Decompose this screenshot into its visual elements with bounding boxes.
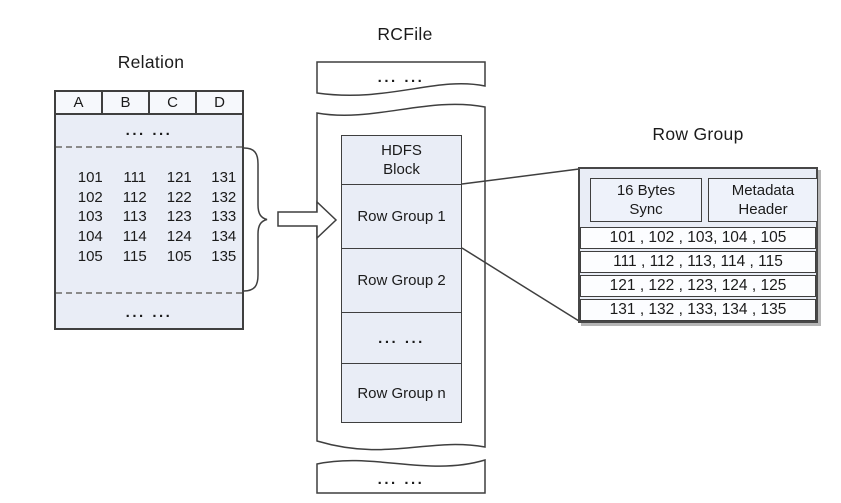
connector-line-bottom bbox=[461, 247, 580, 322]
relation-column-header: A bbox=[56, 92, 103, 115]
relation-top-ellipsis: ... ... bbox=[125, 122, 173, 139]
rcfile-bottom-ellipsis: ... ... bbox=[377, 471, 425, 488]
relation-column-header: B bbox=[103, 92, 150, 115]
hdfs-block-stack: HDFS Block Row Group 1 Row Group 2 ... .… bbox=[341, 135, 462, 423]
relation-column-header: C bbox=[150, 92, 197, 115]
row-group-1-section: Row Group 1 bbox=[342, 185, 461, 249]
relation-cell: 112 bbox=[122, 188, 147, 206]
row-group-detail-box: 16 Bytes Sync Metadata Header 101 , 102 … bbox=[578, 167, 818, 323]
dashed-separator-bottom bbox=[56, 292, 242, 294]
relation-header-row: A B C D bbox=[56, 92, 242, 115]
relation-cell: 113 bbox=[122, 208, 147, 226]
column-values-row: 131 , 132 , 133, 134 , 135 bbox=[580, 299, 816, 321]
relation-cell: 134 bbox=[211, 228, 237, 246]
rcfile-top-ellipsis: ... ... bbox=[377, 69, 425, 86]
relation-cell: 104 bbox=[77, 228, 103, 246]
relation-cell: 105 bbox=[166, 247, 192, 265]
relation-cell: 133 bbox=[211, 208, 237, 226]
hdfs-block-header: HDFS Block bbox=[342, 136, 461, 185]
column-values-row: 101 , 102 , 103, 104 , 105 bbox=[580, 227, 816, 249]
rcfile-title: RCFile bbox=[377, 24, 433, 44]
relation-cell: 122 bbox=[166, 188, 192, 206]
relation-cell: 132 bbox=[211, 188, 237, 206]
row-group-2-section: Row Group 2 bbox=[342, 249, 461, 313]
column-values-row: 121 , 122 , 123, 124 , 125 bbox=[580, 275, 816, 297]
relation-cell: 135 bbox=[211, 247, 237, 265]
connector-line-top bbox=[461, 168, 580, 185]
metadata-header-box: Metadata Header bbox=[708, 178, 818, 222]
column-values-row: 111 , 112 , 113, 114 , 115 bbox=[580, 251, 816, 273]
row-group-title: Row Group bbox=[652, 124, 744, 144]
relation-cell: 103 bbox=[77, 208, 103, 226]
curly-brace-icon bbox=[243, 147, 268, 292]
relation-cell: 121 bbox=[166, 169, 192, 186]
block-arrow-icon bbox=[277, 200, 338, 240]
relation-cell: 111 bbox=[123, 169, 147, 186]
row-group-middle-ellipsis: ... ... bbox=[342, 313, 461, 364]
relation-cell: 114 bbox=[122, 228, 147, 246]
row-group-n-section: Row Group n bbox=[357, 384, 446, 402]
relation-cell: 105 bbox=[77, 247, 103, 265]
relation-cell: 115 bbox=[122, 247, 147, 265]
relation-title: Relation bbox=[117, 52, 185, 72]
dashed-separator-top bbox=[56, 146, 242, 148]
relation-cell: 123 bbox=[166, 208, 192, 226]
relation-cell: 131 bbox=[211, 169, 237, 186]
sync-marker-box: 16 Bytes Sync bbox=[590, 178, 702, 222]
relation-column-header: D bbox=[197, 92, 242, 115]
relation-cell: 124 bbox=[166, 228, 192, 246]
relation-bottom-ellipsis: ... ... bbox=[125, 304, 173, 321]
relation-data-grid: 101 111 121 131 102 112 122 132 103 113 … bbox=[68, 168, 246, 267]
relation-table: A B C D ... ... 101 111 121 131 102 112 … bbox=[54, 90, 244, 330]
relation-cell: 101 bbox=[77, 169, 103, 186]
relation-cell: 102 bbox=[77, 188, 103, 206]
